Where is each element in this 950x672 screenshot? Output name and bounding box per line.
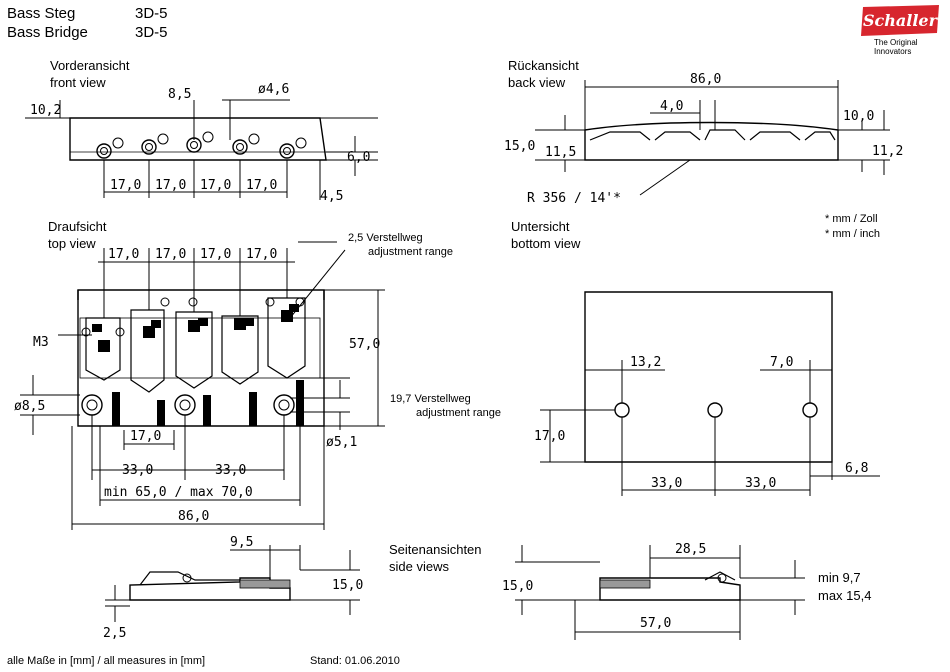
side-dim-15-0-right: 15,0	[502, 579, 533, 594]
brand-tagline: The Original Innovators	[874, 38, 918, 56]
side-dim-9-5: 9,5	[230, 535, 253, 550]
adjustment-range-25-en: adjustment range	[368, 246, 453, 258]
schaller-logo: Schaller	[861, 5, 939, 36]
bottom-view-label-en: bottom view	[511, 236, 581, 251]
bottom-dim-33-a: 33,0	[651, 476, 682, 491]
back-dim-11-5: 11,5	[545, 145, 576, 160]
front-view-label-de: Vorderansicht	[50, 58, 130, 73]
front-dim-6-0: 6,0	[347, 150, 370, 165]
side-dim-2-5: 2,5	[103, 626, 126, 641]
bottom-dim-17-0: 17,0	[534, 429, 565, 444]
front-dim-4-5: 4,5	[320, 189, 343, 204]
front-dim-10-2: 10,2	[30, 103, 61, 118]
top-dim-33-a: 33,0	[122, 463, 153, 478]
front-saddle-holes	[96, 131, 307, 159]
back-dim-4-0: 4,0	[660, 99, 683, 114]
top-view-label-de: Draufsicht	[48, 219, 107, 234]
top-dim-17-c: 17,0	[200, 247, 231, 262]
back-view-label-en: back view	[508, 75, 566, 90]
adjustment-range-197-en: adjustment range	[416, 407, 501, 419]
back-dim-86-0: 86,0	[690, 72, 721, 87]
model-number-2: 3D-5	[135, 24, 168, 41]
top-dim-86-0: 86,0	[178, 509, 209, 524]
dimension-labels: 10,2 8,5 ø4,6 17,0 17,0 17,0 17,0 6,0 4,…	[14, 72, 903, 641]
bottom-dim-33-b: 33,0	[745, 476, 776, 491]
top-dim-17-d: 17,0	[246, 247, 277, 262]
side-dim-max-15-4: max 15,4	[818, 588, 871, 603]
side-dim-15-0-left: 15,0	[332, 578, 363, 593]
unit-note-zoll: * mm / Zoll	[825, 213, 878, 225]
top-view-drawing	[20, 241, 385, 530]
title-en: Bass Bridge	[7, 24, 88, 41]
front-dim-17-a: 17,0	[110, 178, 141, 193]
back-view-drawing	[535, 80, 890, 196]
side-view-left-drawing	[105, 545, 360, 622]
top-dim-17-b: 17,0	[155, 247, 186, 262]
adjustment-range-197-de: 19,7 Verstellweg	[390, 393, 471, 405]
side-view-label-de: Seitenansichten	[389, 542, 482, 557]
side-view-right-drawing	[515, 545, 805, 640]
adjustment-range-25-de: 2,5 Verstellweg	[348, 232, 423, 244]
side-dim-28-5: 28,5	[675, 542, 706, 557]
logo-text: Schaller	[863, 11, 939, 30]
bottom-view-drawing	[540, 291, 880, 496]
back-view-label-de: Rückansicht	[508, 58, 579, 73]
top-dim-17-e: 17,0	[130, 429, 161, 444]
model-number: 3D-5	[135, 5, 168, 22]
footer-units: alle Maße in [mm] / all measures in [mm]	[7, 655, 206, 667]
bottom-dim-13-2: 13,2	[630, 355, 661, 370]
top-dim-17-a: 17,0	[108, 247, 139, 262]
back-dim-15-0: 15,0	[504, 139, 535, 154]
top-dim-dia-5-1: ø5,1	[326, 435, 357, 450]
bottom-dim-7-0: 7,0	[770, 355, 793, 370]
front-dim-dia-4-6: ø4,6	[258, 82, 289, 97]
top-dim-33-b: 33,0	[215, 463, 246, 478]
unit-note-inch: * mm / inch	[825, 228, 881, 240]
top-dim-57-0: 57,0	[349, 337, 380, 352]
top-screws	[92, 304, 304, 426]
bottom-view-label-de: Untersicht	[511, 219, 570, 234]
front-dim-8-5: 8,5	[168, 87, 191, 102]
side-view-label-en: side views	[389, 559, 449, 574]
front-dim-17-d: 17,0	[246, 178, 277, 193]
front-dim-17-b: 17,0	[155, 178, 186, 193]
back-dim-11-2: 11,2	[872, 144, 903, 159]
top-view-label-en: top view	[48, 236, 96, 251]
front-dim-17-c: 17,0	[200, 178, 231, 193]
top-dim-min-max: min 65,0 / max 70,0	[104, 485, 253, 500]
back-dim-10-0: 10,0	[843, 109, 874, 124]
top-dim-dia-8-5: ø8,5	[14, 399, 45, 414]
title-de: Bass Steg	[7, 5, 76, 22]
back-radius: R 356 / 14'*	[527, 191, 621, 206]
bottom-dim-6-8: 6,8	[845, 461, 868, 476]
side-dim-57-0: 57,0	[640, 616, 671, 631]
side-dim-min-9-7: min 9,7	[818, 570, 861, 585]
top-dim-m3: M3	[33, 335, 49, 350]
front-view-label-en: front view	[50, 75, 106, 90]
footer-date: Stand: 01.06.2010	[310, 655, 400, 667]
front-view-drawing	[25, 99, 378, 200]
